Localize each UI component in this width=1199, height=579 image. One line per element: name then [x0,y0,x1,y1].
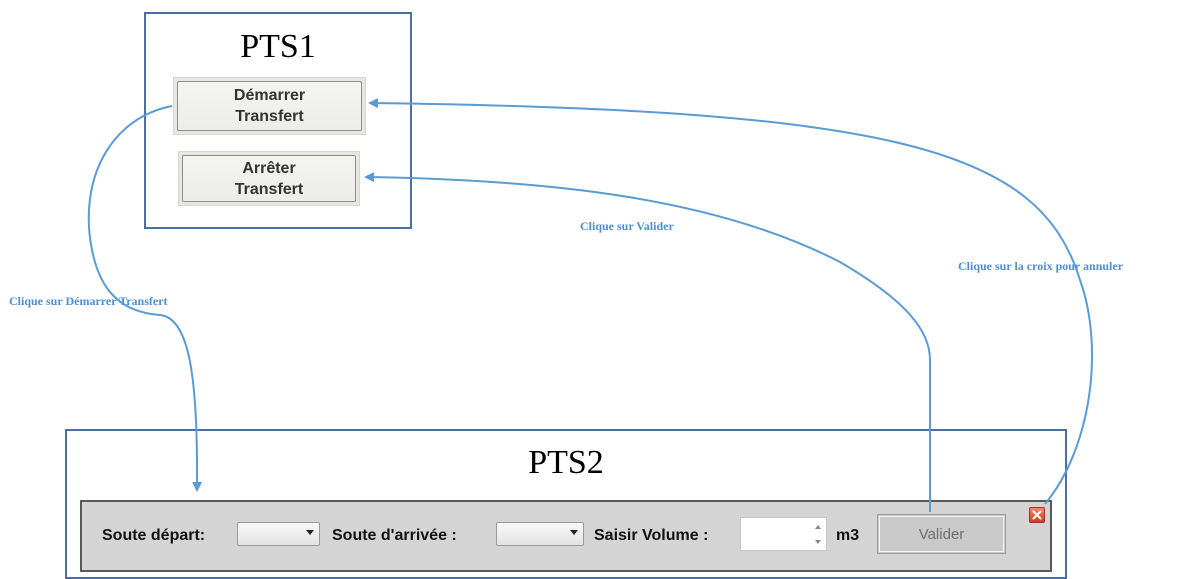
stop-transfer-button-label: Arrêter Transfert [234,159,304,198]
pts1-title: PTS1 [240,28,316,65]
unit-label: m3 [836,527,860,544]
soute-arrivee-label: Soute d'arrivée : [332,527,457,544]
valider-button[interactable]: Valider [877,514,1006,554]
arrow-cancel-to-start [368,98,1094,505]
soute-depart-label: Soute départ: [102,527,206,544]
dropdown-arrow-icon [570,530,578,535]
annotation-validate: Clique sur Valider [580,219,674,233]
dropdown-arrow-icon [306,530,314,535]
close-icon[interactable] [1029,507,1045,523]
start-transfer-button[interactable]: Démarrer Transfert [177,81,362,131]
stop-transfer-button[interactable]: Arrêter Transfert [182,155,356,202]
spin-down-icon[interactable] [811,534,825,549]
spin-up-icon[interactable] [811,519,825,534]
volume-label: Saisir Volume : [594,527,709,544]
volume-input[interactable] [741,518,809,550]
transfer-toolbar: Soute départ: Soute d'arrivée : Saisir V… [80,500,1052,572]
valider-button-label: Valider [918,525,965,543]
pts2-panel: PTS2 Soute départ: Soute d'arrivée : Sai… [65,429,1067,579]
pts2-title: PTS2 [528,444,604,481]
stop-transfer-button-frame: Arrêter Transfert [178,151,360,206]
start-transfer-button-frame: Démarrer Transfert [173,77,366,135]
arrow-validate-to-stop [364,172,931,512]
pts1-panel: PTS1 Démarrer Transfert Arrêter Transfer… [144,12,412,229]
arrow-start-to-pts2 [87,105,203,492]
annotation-cancel: Clique sur la croix pour annuler [958,259,1124,273]
soute-depart-dropdown[interactable] [237,522,320,546]
annotation-start: Clique sur Démarrer Transfert [9,294,168,308]
volume-stepper[interactable] [740,517,827,551]
soute-arrivee-dropdown[interactable] [496,522,584,546]
start-transfer-button-label: Démarrer Transfert [233,87,306,125]
